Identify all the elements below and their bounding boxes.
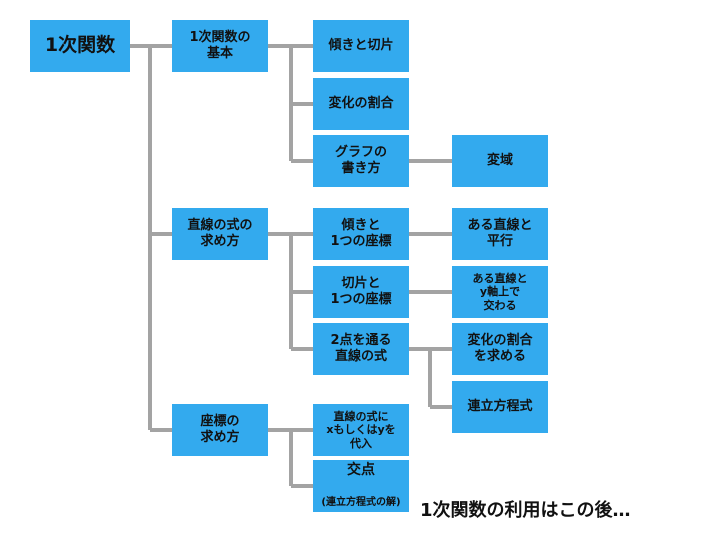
connector-group [130, 44, 452, 488]
topic-node-slope-intercept: 傾きと切片 [313, 20, 409, 72]
topic-node-rate-of-change: 変化の割合 [313, 78, 409, 130]
topic-node-label: 傾きと 1つの座標 [330, 217, 392, 249]
topic-node-two-points: 2点を通る 直線の式 [313, 323, 409, 375]
topic-node-intersection: 交点 (連立方程式の解) [313, 460, 409, 512]
branch-node-basics: 1次関数の 基本 [172, 20, 268, 72]
topic-node-substitute: 直線の式に xもしくはyを 代入 [313, 404, 409, 456]
detail-node-label: ある直線と y軸上で 交わる [472, 272, 528, 312]
connector-equation-trunk [268, 232, 293, 349]
detail-node-label: 変化の割合 を求める [467, 332, 533, 364]
connector-coordinates-trunk [268, 428, 293, 486]
topic-node-label: 2点を通る 直線の式 [330, 332, 392, 364]
connector-basics-trunk [268, 44, 293, 161]
detail-node-label: 変域 [486, 152, 513, 168]
branch-node-label: 1次関数の 基本 [189, 29, 251, 61]
detail-node-label: 連立方程式 [467, 398, 533, 414]
topic-node-graph-drawing: グラフの 書き方 [313, 135, 409, 187]
branch-node-equation: 直線の式の 求め方 [172, 208, 268, 260]
detail-node-simultaneous-equations: 連立方程式 [452, 381, 548, 433]
root-node: 1次関数 [30, 20, 130, 72]
topic-node-label: 傾きと切片 [328, 37, 394, 53]
detail-node-domain: 変域 [452, 135, 548, 187]
root-node-label: 1次関数 [44, 34, 116, 57]
topic-node-slope-and-point: 傾きと 1つの座標 [313, 208, 409, 260]
topic-node-sublabel: (連立方程式の解) [321, 497, 401, 509]
detail-node-find-rate: 変化の割合 を求める [452, 323, 548, 375]
topic-node-label: 変化の割合 [328, 95, 394, 111]
topic-node-label: グラフの 書き方 [334, 144, 387, 176]
branch-node-coordinates: 座標の 求め方 [172, 404, 268, 456]
branch-node-label: 直線の式の 求め方 [187, 217, 253, 249]
detail-node-label: ある直線と 平行 [467, 217, 533, 249]
topic-node-label: 直線の式に xもしくはyを 代入 [326, 410, 396, 450]
detail-node-parallel: ある直線と 平行 [452, 208, 548, 260]
footnote-text: 1次関数の利用はこの後… [420, 500, 631, 521]
topic-node-intercept-and-point: 切片と 1つの座標 [313, 266, 409, 318]
topic-node-label: 交点 [346, 462, 375, 479]
branch-node-label: 座標の 求め方 [200, 413, 240, 445]
connector-two-points-trunk [409, 347, 432, 407]
detail-node-y-axis-intersect: ある直線と y軸上で 交わる [452, 266, 548, 318]
topic-node-label: 切片と 1つの座標 [330, 275, 392, 307]
connector-root-trunk [130, 44, 152, 430]
